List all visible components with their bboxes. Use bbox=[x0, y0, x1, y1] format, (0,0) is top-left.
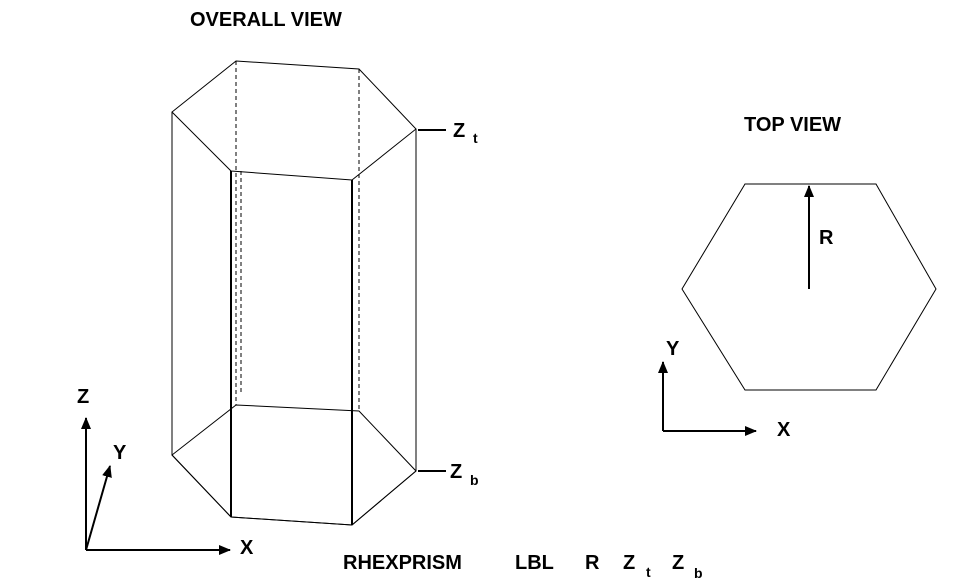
axis-2d-x-label: X bbox=[777, 419, 791, 441]
top-view-title: TOP VIEW bbox=[744, 114, 841, 136]
svg-text:Z: Z bbox=[450, 461, 462, 483]
svg-text:b: b bbox=[470, 472, 479, 488]
command-zb-sub: b bbox=[694, 565, 703, 581]
command-zb: Z bbox=[672, 552, 684, 574]
top-view-hexagon bbox=[681, 183, 937, 391]
command-zt: Z bbox=[623, 552, 635, 574]
axis-3d-y-label: Y bbox=[113, 442, 127, 464]
zb-marker: Z b bbox=[418, 461, 479, 488]
top-face bbox=[171, 60, 417, 181]
axes-3d bbox=[81, 417, 231, 555]
command-keyword: RHEXPRISM bbox=[343, 552, 462, 574]
vertical-edges bbox=[171, 112, 417, 525]
overall-view-title: OVERALL VIEW bbox=[190, 9, 342, 31]
hexagonal-prism bbox=[171, 60, 417, 526]
command-lbl: LBL bbox=[515, 552, 554, 574]
command-r: R bbox=[585, 552, 600, 574]
svg-text:t: t bbox=[473, 130, 478, 146]
axis-3d-x-label: X bbox=[240, 537, 254, 559]
bottom-face bbox=[171, 404, 417, 526]
zt-marker: Z t bbox=[418, 120, 478, 146]
svg-text:Z: Z bbox=[453, 120, 465, 142]
command-syntax: RHEXPRISM LBL R Z t Z b bbox=[343, 552, 703, 581]
command-zt-sub: t bbox=[646, 564, 651, 580]
hidden-edges bbox=[235, 61, 360, 411]
axes-2d bbox=[658, 361, 757, 436]
radius-label: R bbox=[819, 227, 834, 249]
axis-2d-y-label: Y bbox=[666, 338, 680, 360]
axis-3d-z-label: Z bbox=[77, 386, 89, 408]
axis-3d-y bbox=[85, 465, 112, 551]
